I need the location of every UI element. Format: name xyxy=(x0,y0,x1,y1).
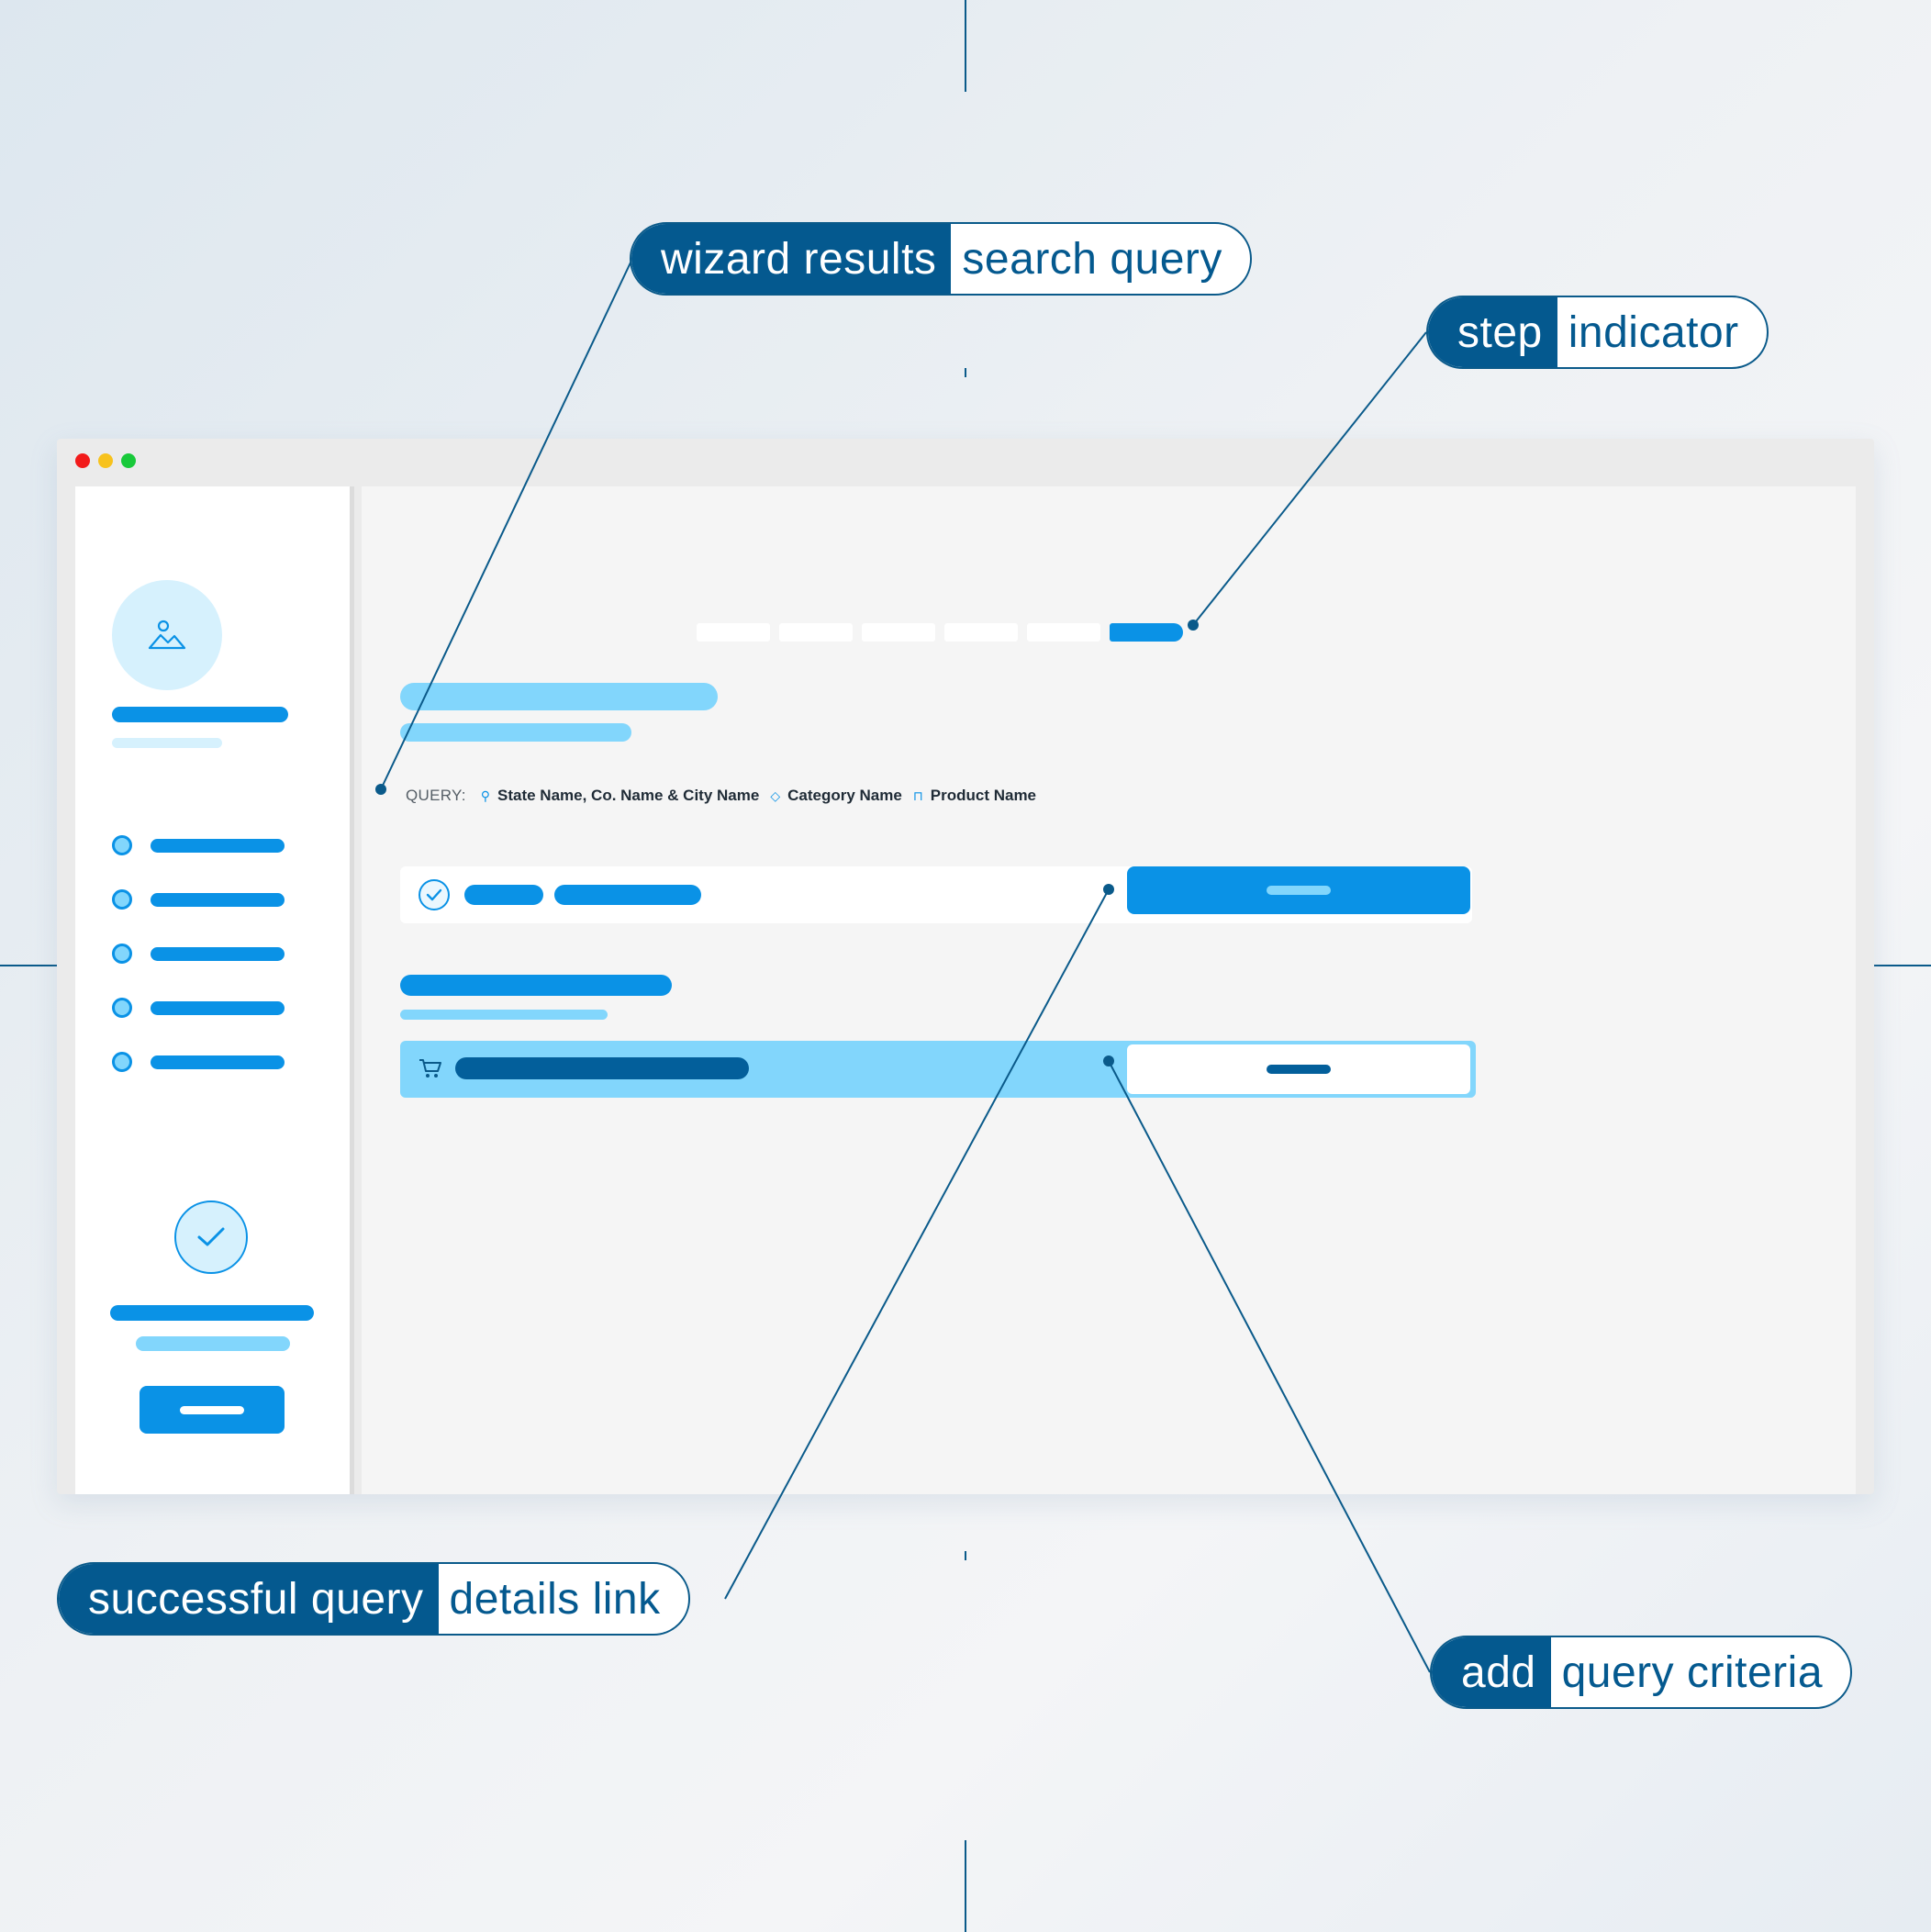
callout-light: details link xyxy=(449,1574,661,1624)
success-badge xyxy=(174,1201,248,1274)
sidebar-radio[interactable] xyxy=(112,944,132,964)
sidebar xyxy=(75,486,354,1494)
profile-name-bar xyxy=(112,707,288,722)
callout-add-query-criteria: add query criteria xyxy=(1430,1636,1853,1709)
sidebar-action-button-label xyxy=(180,1406,244,1414)
step-anchor-dot xyxy=(1188,620,1199,631)
guide-tick-bottom xyxy=(965,1840,966,1932)
sidebar-item-label-bar xyxy=(151,839,285,853)
callout-light: query criteria xyxy=(1561,1647,1824,1697)
bag-icon: ⊓ xyxy=(912,787,923,803)
results-subtitle-bar xyxy=(400,723,631,742)
callout-strong: wizard results xyxy=(631,224,952,294)
details-link-button[interactable] xyxy=(1127,866,1470,914)
query-location: State Name, Co. Name & City Name xyxy=(497,787,760,804)
step-segment-4[interactable] xyxy=(944,623,1018,642)
add-criteria-button[interactable] xyxy=(1127,1044,1470,1094)
query-label: QUERY: xyxy=(406,787,466,804)
details-link-label xyxy=(1267,886,1331,895)
callout-light: search query xyxy=(962,234,1222,284)
callout-strong: successful query xyxy=(59,1564,439,1634)
check-icon xyxy=(426,888,442,901)
callout-successful-query: successful query details link xyxy=(57,1562,690,1636)
image-icon xyxy=(148,620,186,650)
close-window-button[interactable] xyxy=(75,453,90,468)
callout-strong: add xyxy=(1432,1637,1551,1707)
sidebar-radio[interactable] xyxy=(112,889,132,910)
success-anchor-dot xyxy=(1103,884,1114,895)
step-segment-1[interactable] xyxy=(697,623,770,642)
query-product: Product Name xyxy=(930,787,1037,804)
cart-icon xyxy=(419,1059,441,1078)
guide-tick-bottom-small xyxy=(965,1551,966,1560)
step-segment-current[interactable] xyxy=(1110,623,1183,642)
callout-wizard-results: wizard results search query xyxy=(630,222,1252,296)
search-query: QUERY: ⚲ State Name, Co. Name & City Nam… xyxy=(406,782,1047,810)
success-check-icon xyxy=(419,879,450,910)
success-title-bar xyxy=(110,1305,314,1321)
guide-tick-top-small xyxy=(965,368,966,377)
profile-subtitle-bar xyxy=(112,738,222,748)
sidebar-item-label-bar xyxy=(151,1055,285,1069)
sidebar-item-label-bar xyxy=(151,1001,285,1015)
sidebar-radio[interactable] xyxy=(112,1052,132,1072)
maximize-window-button[interactable] xyxy=(121,453,136,468)
sidebar-item-label-bar xyxy=(151,947,285,961)
criteria-name-bar xyxy=(455,1057,749,1079)
check-icon xyxy=(197,1227,225,1246)
guide-tick-top xyxy=(965,0,966,92)
add-criteria-card xyxy=(400,1041,1476,1098)
sidebar-radio[interactable] xyxy=(112,998,132,1018)
results-title-bar xyxy=(400,683,718,710)
step-segment-2[interactable] xyxy=(779,623,853,642)
tag-icon: ◇ xyxy=(770,787,781,803)
sidebar-item-label-bar xyxy=(151,893,285,907)
query-category: Category Name xyxy=(787,787,902,804)
criteria-subtitle-bar xyxy=(400,1010,608,1020)
location-pin-icon: ⚲ xyxy=(480,787,490,803)
success-subtitle-bar xyxy=(136,1336,290,1351)
query-result-bar-long xyxy=(554,885,701,905)
callout-strong: step xyxy=(1428,297,1557,367)
add-anchor-dot xyxy=(1103,1055,1114,1067)
sidebar-radio[interactable] xyxy=(112,835,132,855)
add-criteria-button-label xyxy=(1267,1065,1331,1074)
minimize-window-button[interactable] xyxy=(98,453,113,468)
sidebar-action-button[interactable] xyxy=(140,1386,285,1434)
step-segment-3[interactable] xyxy=(862,623,935,642)
guide-tick-right xyxy=(1839,965,1931,966)
guide-tick-left xyxy=(0,965,92,966)
main-panel: QUERY: ⚲ State Name, Co. Name & City Nam… xyxy=(362,486,1856,1494)
criteria-title-bar xyxy=(400,975,672,996)
callout-step-indicator: step indicator xyxy=(1426,296,1769,369)
browser-window: QUERY: ⚲ State Name, Co. Name & City Nam… xyxy=(57,439,1874,1494)
avatar[interactable] xyxy=(112,580,222,690)
step-segment-5[interactable] xyxy=(1027,623,1100,642)
callout-light: indicator xyxy=(1568,307,1739,357)
wizard-anchor-dot xyxy=(375,784,386,795)
query-result-bar-short xyxy=(464,885,543,905)
